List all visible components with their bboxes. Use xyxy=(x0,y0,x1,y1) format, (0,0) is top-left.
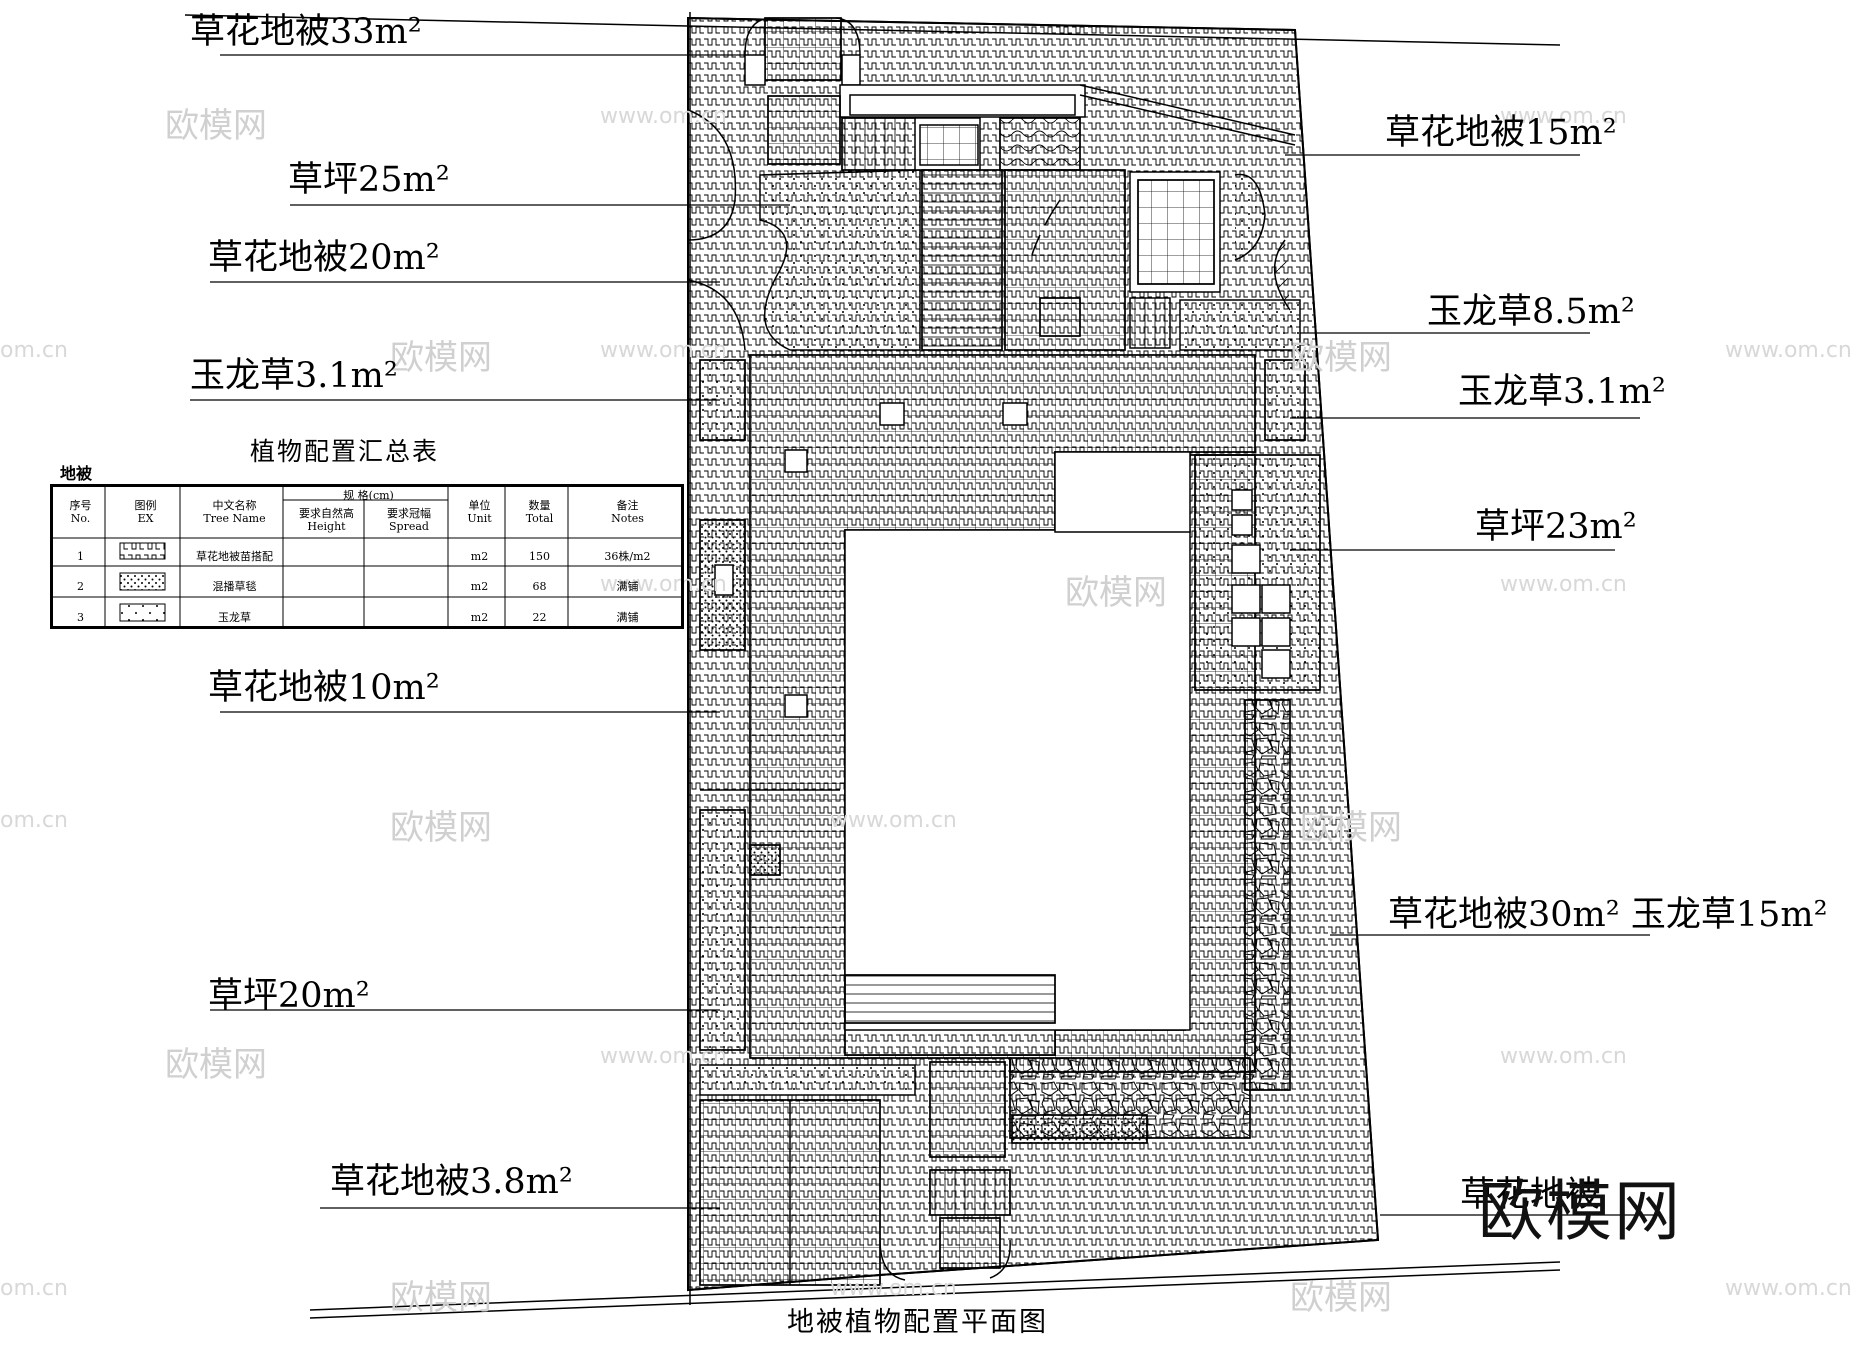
callout-label: 草坪20m² xyxy=(208,976,370,1016)
watermark-brand: 欧模网 xyxy=(165,106,267,146)
legend-swatch-sparse-dots xyxy=(119,603,166,622)
left-strip xyxy=(699,359,840,1051)
watermark-brand: 欧模网 xyxy=(1290,338,1392,378)
row-unit: m2 xyxy=(470,550,489,563)
callout-label: 草花地被 xyxy=(1460,1175,1601,1215)
row-notes: 36株/m2 xyxy=(604,550,651,563)
callout-label: 玉龙草3.1m² xyxy=(190,356,398,396)
lawn-upper-left xyxy=(687,109,921,351)
legend-swatch-zigzag xyxy=(119,542,166,560)
row-unit: m2 xyxy=(470,580,489,593)
watermark-url: www.om.cn xyxy=(600,572,727,597)
callout-label: 草花地被3.8m² xyxy=(330,1162,573,1202)
callout-label: 草花地被33m² xyxy=(190,12,422,52)
watermark-url: www.om.cn xyxy=(1725,1276,1852,1301)
watermark-url: www.om.cn xyxy=(1500,572,1627,597)
watermark-url: www.om.cn xyxy=(600,338,727,363)
site-plan-drawing xyxy=(50,12,1660,1319)
watermark-url-short: om.cn xyxy=(0,808,68,833)
watermark-url-short: om.cn xyxy=(0,1276,68,1301)
watermark-url-short: om.cn xyxy=(0,338,68,363)
row-name: 混播草毯 xyxy=(212,580,257,593)
right-strip xyxy=(1194,359,1321,1091)
callout-label: 草花地被30m² 玉龙草15m² xyxy=(1388,895,1828,935)
upper-court xyxy=(921,169,1301,351)
row-total: 150 xyxy=(529,550,550,563)
callout-label: 草坪23m² xyxy=(1475,507,1637,547)
watermark-brand: 欧模网 xyxy=(165,1045,267,1085)
watermark-brand-large: 欧模网 xyxy=(1478,1173,1682,1250)
header-spec: 规 格(cm) xyxy=(343,489,394,502)
row-total: 22 xyxy=(532,611,547,624)
watermark-url: www.om.cn xyxy=(830,808,957,833)
watermark-url: www.om.cn xyxy=(830,1276,957,1301)
callout-label: 玉龙草3.1m² xyxy=(1458,372,1666,412)
leader-lines xyxy=(190,54,1660,1216)
top-entrance xyxy=(744,17,1296,171)
legend-swatch-dense-dots xyxy=(119,572,166,591)
watermark-brand: 欧模网 xyxy=(1300,808,1402,848)
callout-label: 草花地被10m² xyxy=(208,668,440,708)
row-name: 草花地被苗搭配 xyxy=(196,550,273,563)
row-no: 2 xyxy=(77,580,84,593)
table-title: 植物配置汇总表 xyxy=(250,437,440,466)
callout-label: 草坪25m² xyxy=(288,160,450,200)
watermark-brand: 欧模网 xyxy=(1290,1278,1392,1318)
row-notes: 满铺 xyxy=(616,611,639,624)
drawing-title: 地被植物配置平面图 xyxy=(787,1307,1048,1338)
table-grid xyxy=(50,484,684,629)
watermark-brand: 欧模网 xyxy=(1065,573,1167,613)
bottom-area xyxy=(699,1057,1251,1286)
callout-label: 玉龙草8.5m² xyxy=(1427,292,1635,332)
row-name: 玉龙草 xyxy=(218,611,251,624)
row-notes: 满铺 xyxy=(616,580,639,593)
callout-label: 草花地被15m² xyxy=(1385,113,1617,153)
watermark-brand: 欧模网 xyxy=(390,808,492,848)
table-subtitle: 地被 xyxy=(60,464,93,483)
watermark-brand: 欧模网 xyxy=(390,338,492,378)
paved-ring xyxy=(748,354,1256,1073)
watermark-url: www.om.cn xyxy=(600,1044,727,1069)
watermark-url: www.om.cn xyxy=(1725,338,1852,363)
row-total: 68 xyxy=(532,580,547,593)
row-no: 1 xyxy=(77,550,84,563)
watermark-url: www.om.cn xyxy=(600,104,727,129)
row-unit: m2 xyxy=(470,611,489,624)
callout-label: 草花地被20m² xyxy=(208,238,440,278)
watermark-url: www.om.cn xyxy=(1500,104,1627,129)
watermark-brand: 欧模网 xyxy=(390,1278,492,1318)
watermark-url: www.om.cn xyxy=(1500,1044,1627,1069)
row-no: 3 xyxy=(77,611,84,624)
